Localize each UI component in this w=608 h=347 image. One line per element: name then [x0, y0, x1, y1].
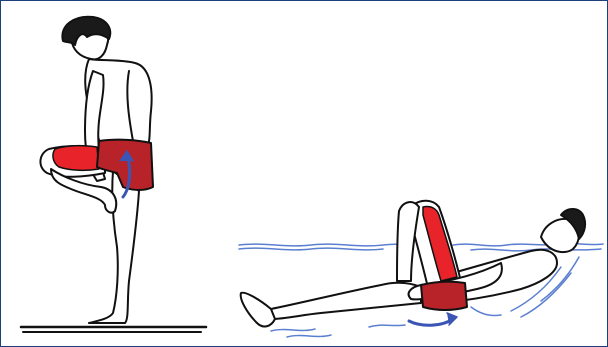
floating-hip-stretch-figure	[239, 201, 603, 337]
hip-rotation-arrow-icon	[409, 313, 457, 325]
quad-muscle-highlight	[53, 146, 99, 171]
standing-quad-stretch-figure	[21, 17, 206, 332]
extended-foot	[241, 293, 275, 327]
extended-leg	[271, 283, 421, 319]
ground-lines	[21, 327, 206, 332]
floating-shorts	[421, 282, 467, 310]
shorts	[97, 140, 153, 190]
